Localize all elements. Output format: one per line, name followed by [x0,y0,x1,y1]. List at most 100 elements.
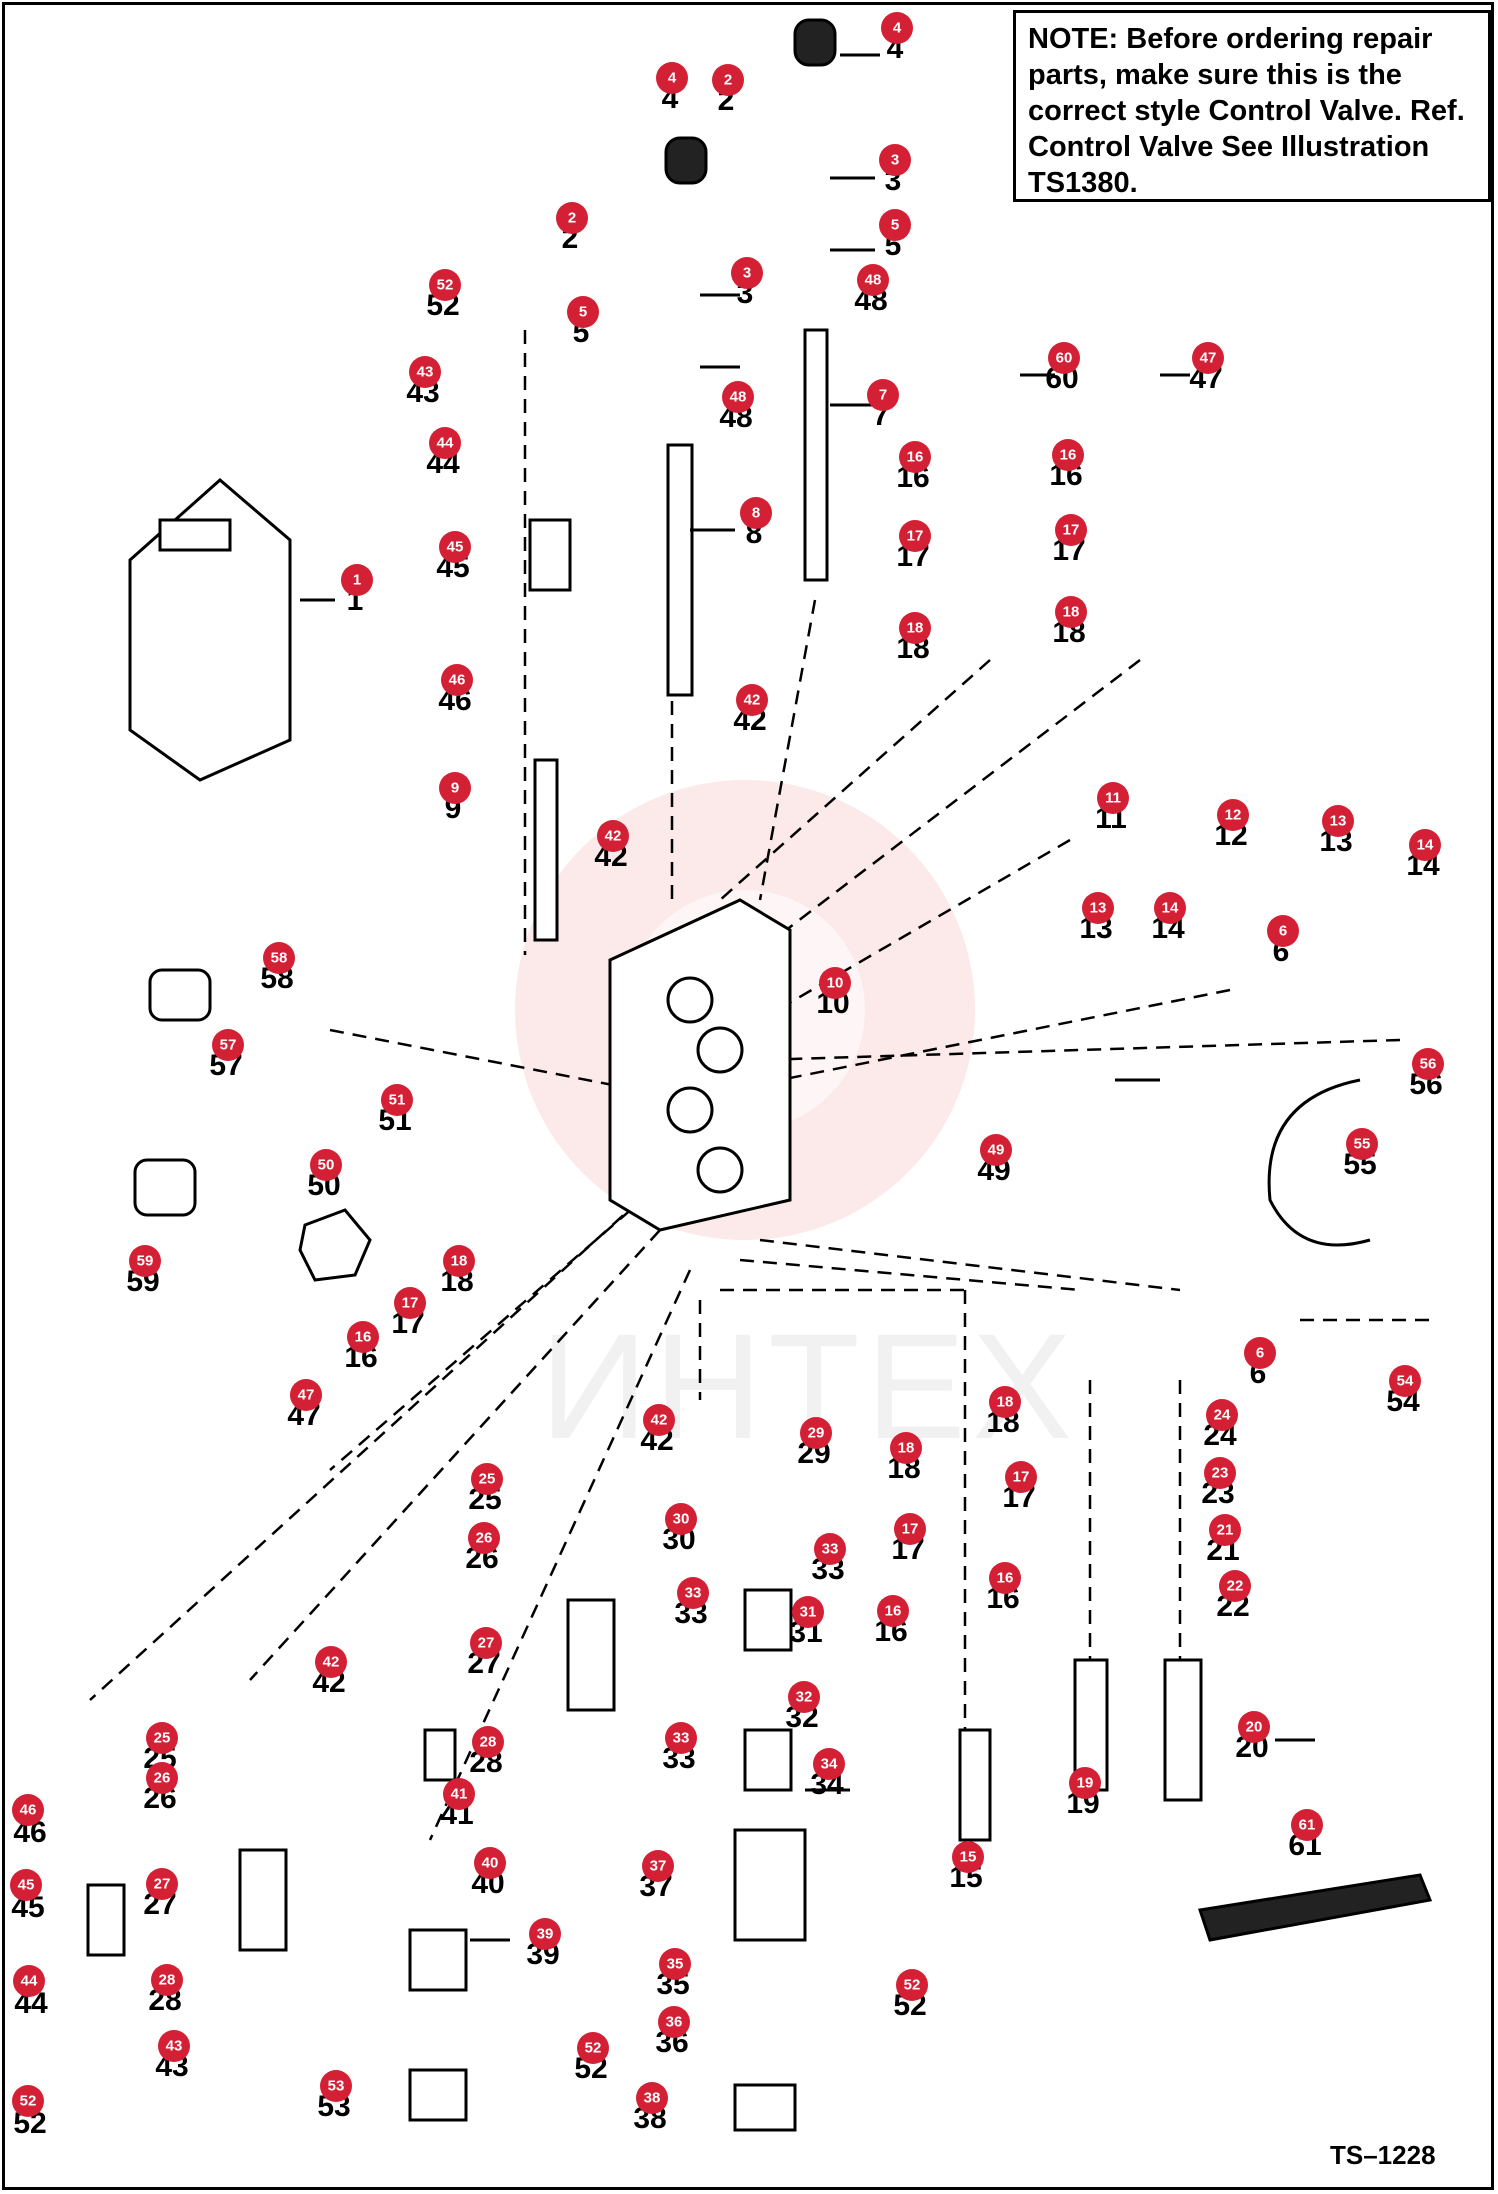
callout-badge-circle [320,2070,352,2102]
callout-badge-number: 43 [166,2038,183,2055]
callout-badge-circle [980,1134,1012,1166]
callout-badge: 32 [788,1681,820,1713]
callout-badge-number: 10 [827,975,844,992]
callout-badge-circle [1389,1365,1421,1397]
callout-badge: 47 [290,1379,322,1411]
callout-badge-circle [800,1417,832,1449]
part-38 [733,2083,797,2132]
callout-badge: 53 [320,2070,352,2102]
spool-7 [803,328,829,582]
callout-badge-number: 52 [20,2093,37,2110]
callout-badge-circle [443,1245,475,1277]
callout-badge: 4 [656,62,688,94]
callout-badge: 11 [1097,782,1129,814]
callout-badge: 23 [1204,1457,1236,1489]
callout-badge-number: 31 [800,1604,817,1621]
callout-badge-circle [665,1503,697,1535]
callout-badge-circle [643,1404,675,1436]
callout-badge-number: 58 [271,950,288,967]
callout-badge-number: 17 [1063,522,1080,539]
callout-badge-circle [881,12,913,44]
callout-badge-number: 61 [1299,1817,1316,1834]
callout-badge-circle [1206,1399,1238,1431]
callout-badge: 29 [800,1417,832,1449]
callout-badge-circle [665,1722,697,1754]
callout-badge: 6 [1244,1337,1276,1369]
callout-badge-circle [1409,829,1441,861]
callout-badge-number: 28 [159,1972,176,1989]
callout-badge-number: 18 [997,1394,1014,1411]
illustration-reference-code: TS–1228 [1330,2140,1436,2170]
callout-badge-number: 32 [796,1689,813,1706]
callout-badge-number: 3 [743,265,751,282]
callout-badge-number: 3 [891,152,899,169]
callout-badge-circle [1209,1514,1241,1546]
callout-badge: 6 [1267,915,1299,947]
spool-8 [666,443,694,697]
callout-badge: 16 [989,1562,1021,1594]
callout-badge-number: 4 [893,20,902,37]
callout-badge-circle [347,1321,379,1353]
callout-badge: 56 [1412,1048,1444,1080]
callout-badge-number: 42 [744,692,761,709]
callout-badge-circle [529,1918,561,1950]
callout-badge-number: 17 [907,528,924,545]
callout-badge: 18 [989,1386,1021,1418]
callout-badge: 16 [1052,439,1084,471]
part-shapes [86,18,1433,2132]
callout-badge-number: 8 [752,505,760,522]
callout-badge-number: 19 [1077,1775,1094,1792]
callout-badge-circle [1097,782,1129,814]
callout-badge: 33 [665,1722,697,1754]
callout-badge-number: 21 [1217,1522,1234,1539]
callout-badge-number: 14 [1417,837,1434,854]
callout-badge: 16 [877,1595,909,1627]
callout-badge: 27 [146,1868,178,1900]
callout-badge-number: 28 [480,1734,497,1751]
callout-badge: 18 [443,1245,475,1277]
callout-badge-circle [658,2006,690,2038]
callout-badge-circle [151,1964,183,1996]
callout-badge: 9 [439,772,471,804]
callout-badge: 13 [1322,805,1354,837]
callout-badge-number: 52 [585,2040,602,2057]
callout-badge-number: 18 [451,1253,468,1270]
callout-badge-circle [1192,342,1224,374]
callout-badge-number: 43 [417,364,434,381]
callout-badge: 17 [394,1287,426,1319]
callout-badge: 10 [819,967,851,999]
callout-badge: 48 [722,381,754,413]
solenoid-59 [133,1158,197,1217]
callout-badge-number: 25 [154,1730,171,1747]
part-41 [423,1728,457,1782]
callout-badge-number: 18 [907,620,924,637]
callout-badge-number: 14 [1162,900,1179,917]
callout-badge-circle [1217,799,1249,831]
callout-badge-number: 60 [1056,350,1073,367]
callout-badge-number: 33 [822,1541,839,1558]
callout-badge-circle [989,1562,1021,1594]
callout-badge-circle [899,520,931,552]
callout-badge: 12 [1217,799,1249,831]
callout-badge: 7 [867,379,899,411]
callout-badge-number: 7 [879,387,887,404]
callout-badge: 52 [896,1969,928,2001]
callout-badge-circle [439,531,471,563]
callout-badge-circle [1322,805,1354,837]
callout-badge: 61 [1291,1809,1323,1841]
callout-badge-number: 1 [353,572,361,589]
callout-badge: 4 [881,12,913,44]
callout-badge-number: 16 [907,449,924,466]
part-53 [408,2068,468,2122]
callout-badge: 34 [813,1748,845,1780]
callout-badge: 49 [980,1134,1012,1166]
spring-27-lower [238,1848,288,1952]
callout-badge: 43 [409,356,441,388]
callout-badge: 47 [1192,342,1224,374]
callout-badge-circle [146,1722,178,1754]
callout-badge: 59 [129,1245,161,1277]
callout-badge-circle [394,1287,426,1319]
callout-badge: 21 [1209,1514,1241,1546]
callout-badge-circle [474,1847,506,1879]
